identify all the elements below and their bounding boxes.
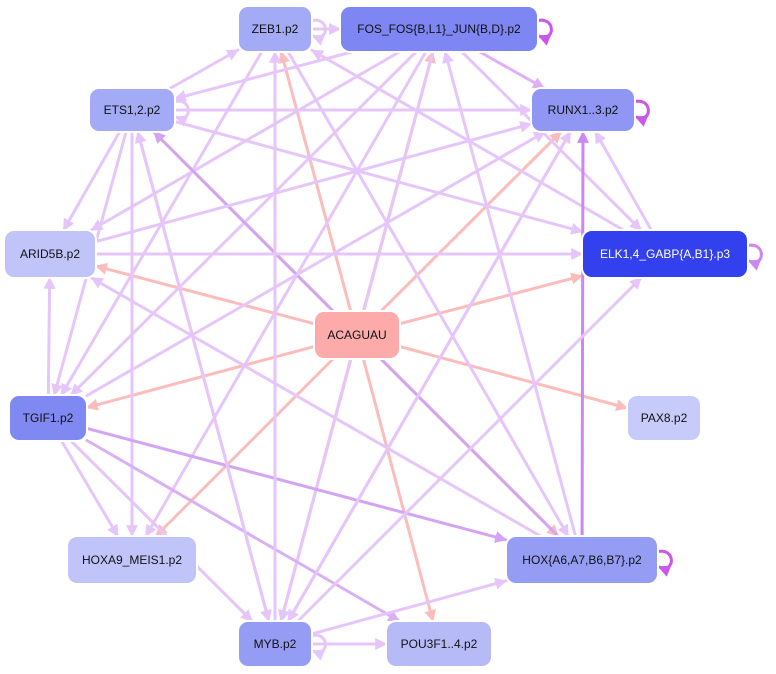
node-hox-a6-a7-b6-b7[interactable]: HOX{A6,A7,B6,B7}.p2 xyxy=(505,535,659,585)
node-label: FOS_FOS{B,L1}_JUN{B,D}.p2 xyxy=(357,22,521,36)
edge xyxy=(85,130,547,397)
node-label: ARID5B.p2 xyxy=(20,247,80,261)
node-hoxa9-meis1[interactable]: HOXA9_MEIS1.p2 xyxy=(66,535,198,585)
self-loop-edge xyxy=(631,99,650,127)
edge xyxy=(576,130,589,538)
edge xyxy=(94,121,533,244)
node-label: ELK1,4_GABP{A,B1}.p3 xyxy=(600,247,730,261)
edge xyxy=(460,50,643,232)
edge xyxy=(594,130,653,232)
edge xyxy=(398,272,584,326)
node-acaguau[interactable]: ACAGUAU xyxy=(313,310,401,360)
self-loop-edge xyxy=(654,549,673,577)
node-label: ETS1,2.p2 xyxy=(104,103,161,117)
node-runx1[interactable]: RUNX1..3.p2 xyxy=(530,87,636,133)
edge xyxy=(85,426,508,543)
edge xyxy=(134,130,271,623)
edge xyxy=(361,357,436,623)
edge xyxy=(310,577,508,636)
node-label: ACAGUAU xyxy=(327,328,386,342)
edge xyxy=(442,50,577,538)
node-label: MYB.p2 xyxy=(254,637,297,651)
edge xyxy=(286,130,572,623)
edge xyxy=(296,276,643,623)
node-arid5b[interactable]: ARID5B.p2 xyxy=(3,229,97,279)
edge xyxy=(398,345,629,411)
node-label: HOXA9_MEIS1.p2 xyxy=(82,553,182,567)
self-loop-edge xyxy=(308,633,327,661)
node-label: POU3F1..4.p2 xyxy=(401,637,478,651)
node-myb[interactable]: MYB.p2 xyxy=(237,620,313,668)
edge xyxy=(379,130,563,313)
edge xyxy=(60,439,120,538)
edge xyxy=(169,48,240,90)
node-label: ZEB1.p2 xyxy=(252,22,299,36)
edge xyxy=(43,276,56,397)
node-label: PAX8.p2 xyxy=(641,411,688,425)
self-loop-edge xyxy=(308,18,327,46)
node-elk1-gabp[interactable]: ELK1,4_GABP{A,B1}.p3 xyxy=(581,229,749,279)
edge xyxy=(62,130,121,232)
self-loop-edge xyxy=(744,243,763,271)
node-label: TGIF1.p2 xyxy=(23,411,74,425)
edge xyxy=(173,120,584,235)
node-layer: ZEB1.p2 FOS_FOS{B,L1}_JUN{B,D}.p2 ETS1,2… xyxy=(3,5,749,668)
node-label: HOX{A6,A7,B6,B7}.p2 xyxy=(522,553,642,567)
edge xyxy=(90,276,542,538)
edge xyxy=(478,50,546,90)
node-pou3f1[interactable]: POU3F1..4.p2 xyxy=(385,620,493,668)
edge xyxy=(154,357,335,538)
edge xyxy=(94,263,316,326)
node-pax8[interactable]: PAX8.p2 xyxy=(626,394,702,442)
edge xyxy=(69,439,254,623)
self-loop-edge xyxy=(534,18,553,46)
self-loop-edge xyxy=(171,99,190,127)
node-zeb1[interactable]: ZEB1.p2 xyxy=(237,5,313,53)
edge xyxy=(286,50,570,538)
node-fos-jun[interactable]: FOS_FOS{B,L1}_JUN{B,D}.p2 xyxy=(339,5,539,53)
node-tgif1[interactable]: TGIF1.p2 xyxy=(8,394,88,442)
node-ets12[interactable]: ETS1,2.p2 xyxy=(88,87,176,133)
edge-layer xyxy=(43,18,763,661)
node-label: RUNX1..3.p2 xyxy=(548,103,619,117)
